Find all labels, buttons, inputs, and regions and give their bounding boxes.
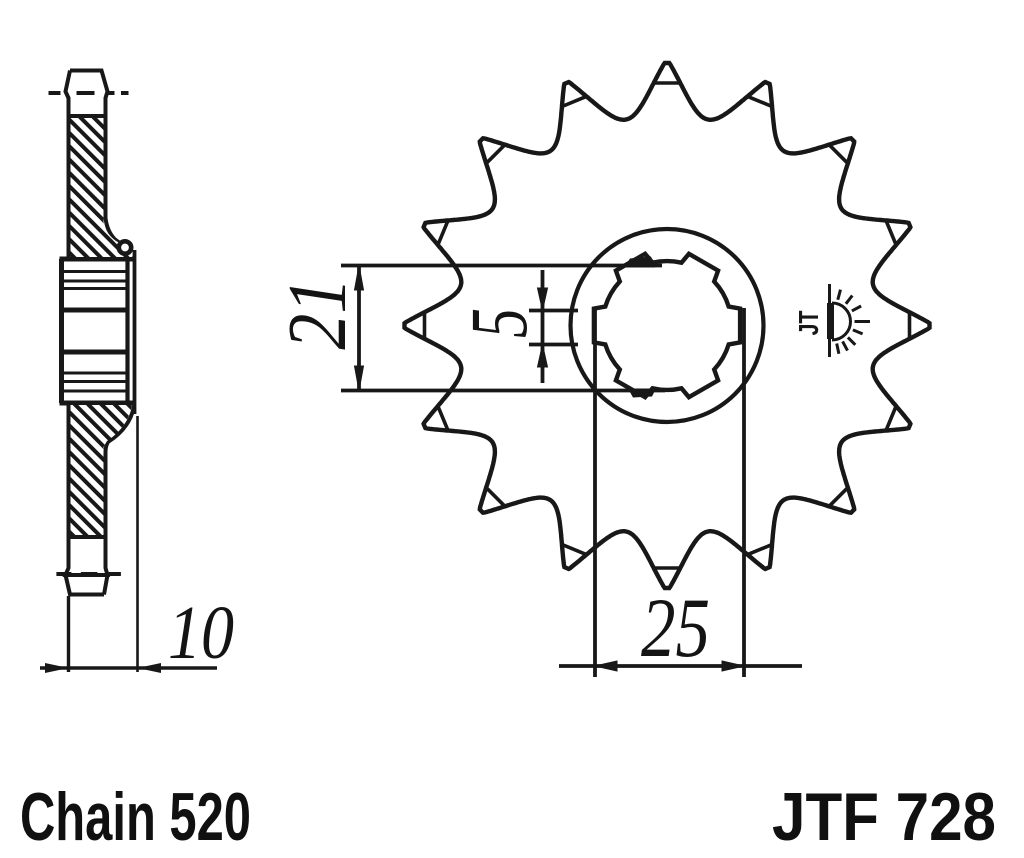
svg-text:25: 25 — [641, 581, 710, 675]
svg-text:5: 5 — [453, 308, 544, 338]
svg-text:21: 21 — [271, 278, 364, 350]
svg-text:JTF 728: JTF 728 — [772, 779, 996, 853]
svg-text:10: 10 — [168, 591, 234, 675]
svg-text:JT: JT — [793, 311, 824, 336]
svg-text:Chain 520: Chain 520 — [20, 779, 251, 853]
